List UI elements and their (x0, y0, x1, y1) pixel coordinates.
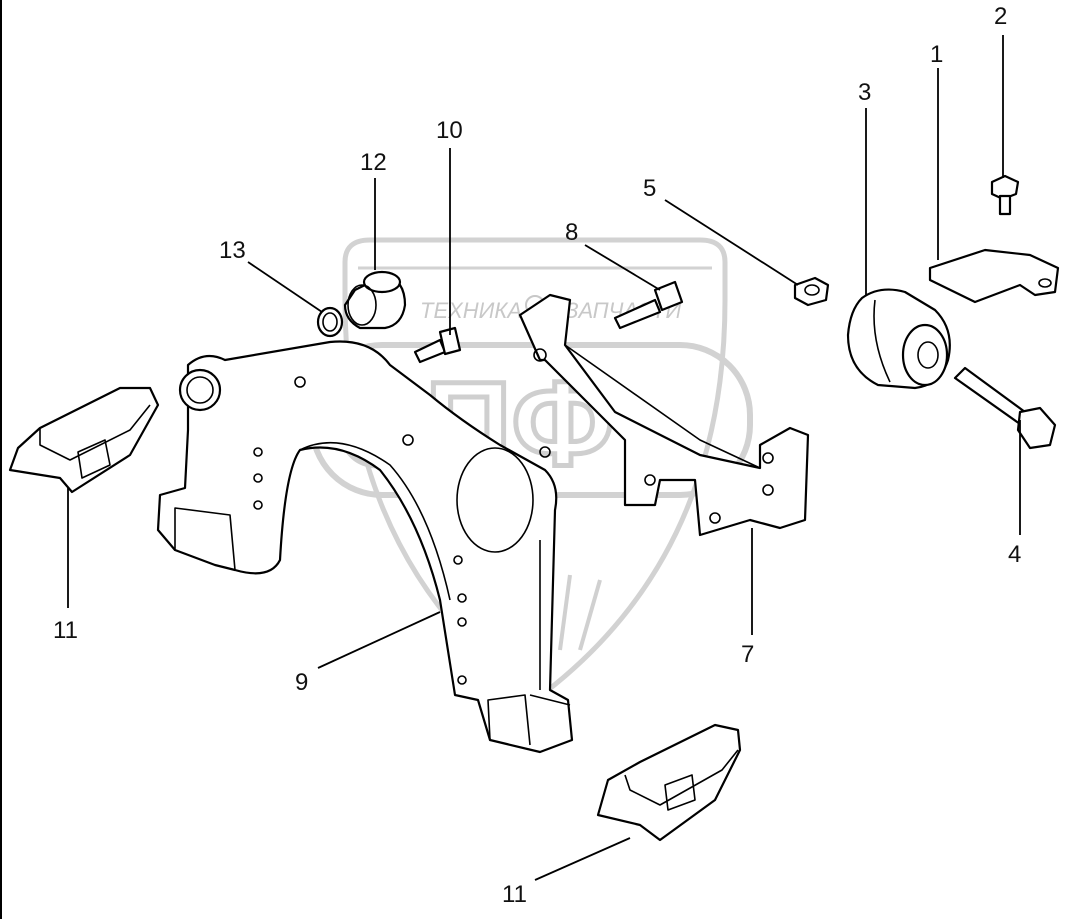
callout-5: 5 (643, 175, 656, 202)
callout-labels: 1 2 3 4 5 7 8 9 10 11 11 12 13 (53, 3, 1021, 908)
callout-9: 9 (295, 669, 308, 696)
callout-13: 13 (219, 237, 246, 264)
watermark-left-text: ТЕХНИКА (420, 298, 522, 323)
leader-lines (67, 35, 1021, 881)
callout-11-bottom: 11 (502, 881, 527, 908)
watermark-shield (342, 237, 728, 704)
mounting-plate (928, 248, 1060, 304)
o-ring (316, 306, 344, 338)
callout-4: 4 (1008, 541, 1021, 568)
callout-8: 8 (565, 219, 578, 246)
bolt-10 (413, 326, 462, 364)
callout-2: 2 (994, 3, 1007, 30)
pedal-pad-left (8, 386, 160, 494)
pedal-arm (518, 293, 810, 537)
callout-1: 1 (930, 41, 943, 68)
pedal-bracket (156, 340, 574, 754)
callout-12: 12 (360, 149, 387, 176)
rubber-bumper (846, 288, 951, 390)
bushing (343, 270, 407, 330)
pedal-pad-bottom (596, 723, 742, 842)
bolt-8 (613, 280, 684, 330)
callout-7: 7 (741, 641, 754, 668)
callout-11-left: 11 (53, 617, 78, 644)
callout-10: 10 (436, 117, 463, 144)
bolt-4 (953, 366, 1057, 450)
callout-3: 3 (858, 79, 871, 106)
nut (793, 276, 830, 307)
bolt-2 (990, 174, 1020, 216)
